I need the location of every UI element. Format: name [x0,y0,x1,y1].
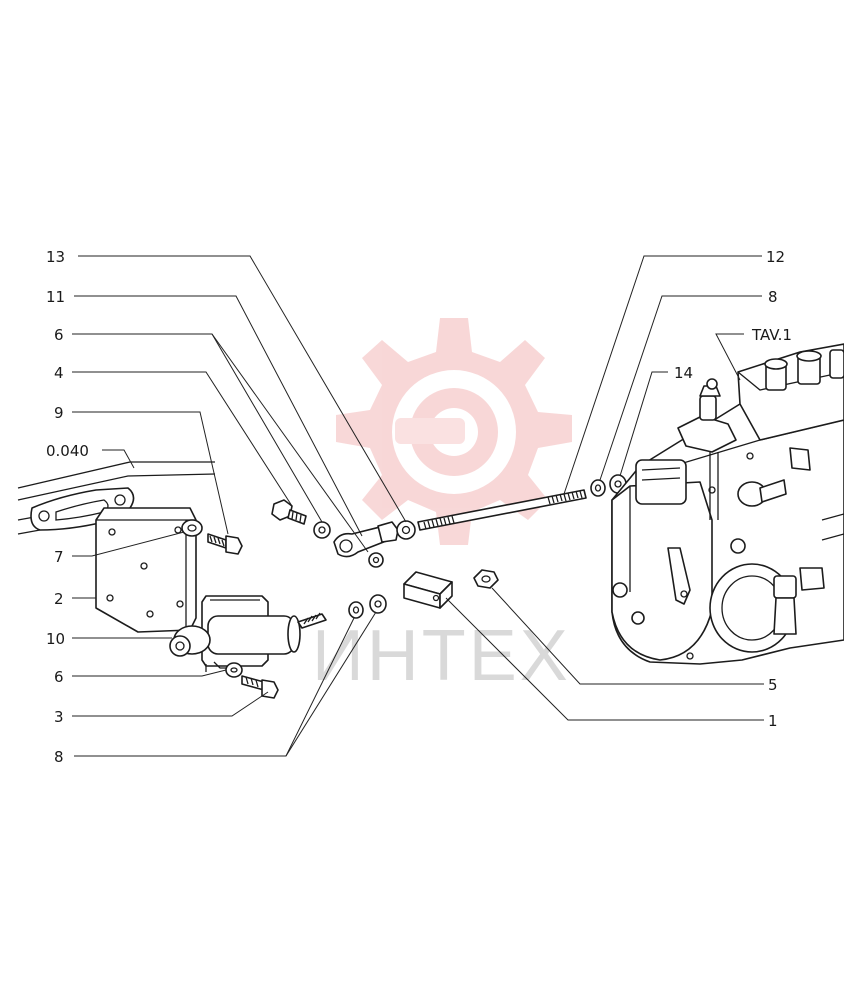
watermark-gear-icon [336,318,572,545]
bolt-part-3 [241,675,279,699]
callout-2: 2 [54,590,64,608]
callout-7: 7 [54,548,64,566]
washer-part-8-right [590,479,606,497]
mounting-plate [95,507,197,633]
nut-part-5 [473,569,499,589]
callout-12: 12 [766,248,785,266]
callout-6-lower: 6 [54,668,64,686]
washer-part-6-lower [225,662,243,678]
callout-3: 3 [54,708,64,726]
washer-part-6-upper [313,521,331,539]
washer-small-center [368,552,384,568]
bolt-part-9 [207,533,243,555]
threaded-rod-part-12 [417,489,587,531]
callout-11: 11 [46,288,65,306]
callout-10: 10 [46,630,65,648]
reference-0-040: 0.040 [46,442,89,460]
reference-tav-1: TAV.1 [751,326,792,344]
callout-6-upper: 6 [54,326,64,344]
screw-part-upper [271,499,307,525]
lever-part-11 [333,521,399,558]
injection-pump-assembly [611,343,844,665]
stop-solenoid-part-10 [169,595,327,672]
callout-13: 13 [46,248,65,266]
watermark-text: ИНТЕХ [312,616,571,696]
callout-14: 14 [674,364,693,382]
washer-part-7 [181,519,203,537]
callout-4: 4 [54,364,64,382]
washer-part-13 [396,520,416,540]
callout-5: 5 [768,676,778,694]
callout-1: 1 [768,712,778,730]
callout-9: 9 [54,404,64,422]
nuts-part-8-pair [348,594,387,619]
callout-labels: 13 11 6 4 9 0.040 7 2 10 6 3 8 12 8 TAV.… [46,248,792,766]
callout-8-lower: 8 [54,748,64,766]
block-part-1 [403,571,453,609]
callout-8-right: 8 [768,288,778,306]
leader-lines [72,255,764,757]
